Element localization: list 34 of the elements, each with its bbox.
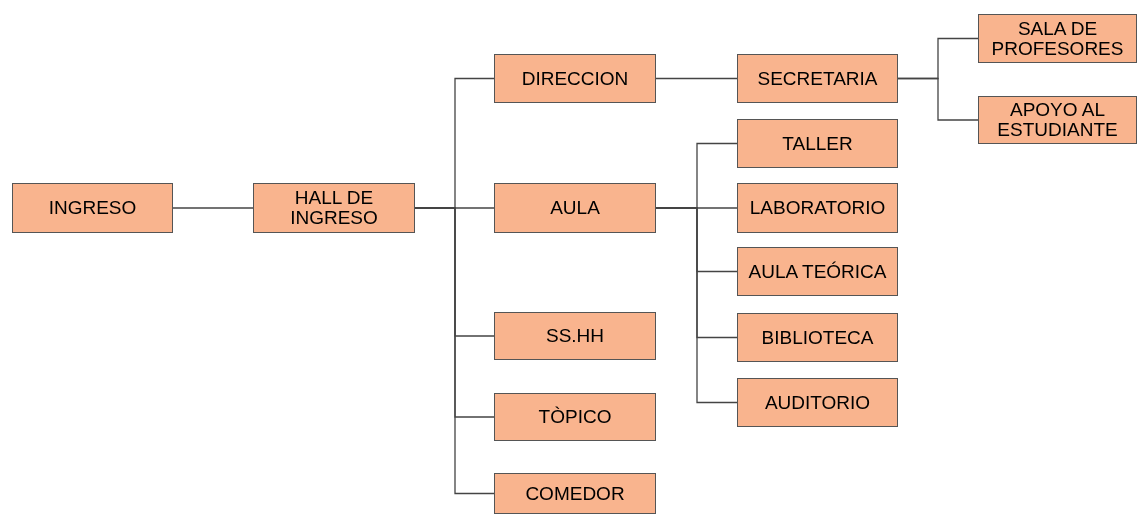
process-box (12, 183, 173, 233)
box-label: AULA (550, 198, 600, 218)
process-box (737, 119, 898, 168)
box-label: COMEDOR (525, 483, 625, 504)
box-label: TÒPICO (538, 407, 612, 427)
box-label: SS.HH (545, 326, 605, 346)
box-label: LABORATORIO (749, 198, 886, 218)
process-box (737, 247, 898, 296)
box-label: SALA DE PROFESORES (990, 18, 1125, 59)
process-box (494, 393, 656, 441)
connector-line (172, 207, 254, 209)
process-box (737, 378, 898, 427)
process-box (494, 183, 656, 233)
process-box (253, 183, 415, 233)
connector-line (897, 77, 979, 121)
connector-line (655, 207, 738, 404)
process-box (737, 54, 898, 103)
box-label: AULA TEÓRICA (748, 261, 887, 282)
process-box (978, 14, 1137, 63)
box-label: AUDITORIO (764, 392, 871, 413)
box-label: SECRETARIA (757, 68, 878, 89)
process-box (737, 313, 898, 362)
box-label: APOYO AL ESTUDIANTE (996, 100, 1119, 140)
box-label: DIRECCION (521, 68, 629, 89)
process-box (737, 183, 898, 233)
box-label: TALLER (782, 133, 853, 154)
process-box (494, 312, 656, 360)
process-box (494, 54, 656, 103)
process-box (494, 473, 656, 514)
process-box (978, 96, 1137, 144)
box-label: INGRESO (48, 198, 137, 218)
box-label: HALL DE INGRESO (289, 188, 379, 228)
connector-line (655, 77, 738, 80)
box-label: BIBLIOTECA (761, 327, 874, 348)
